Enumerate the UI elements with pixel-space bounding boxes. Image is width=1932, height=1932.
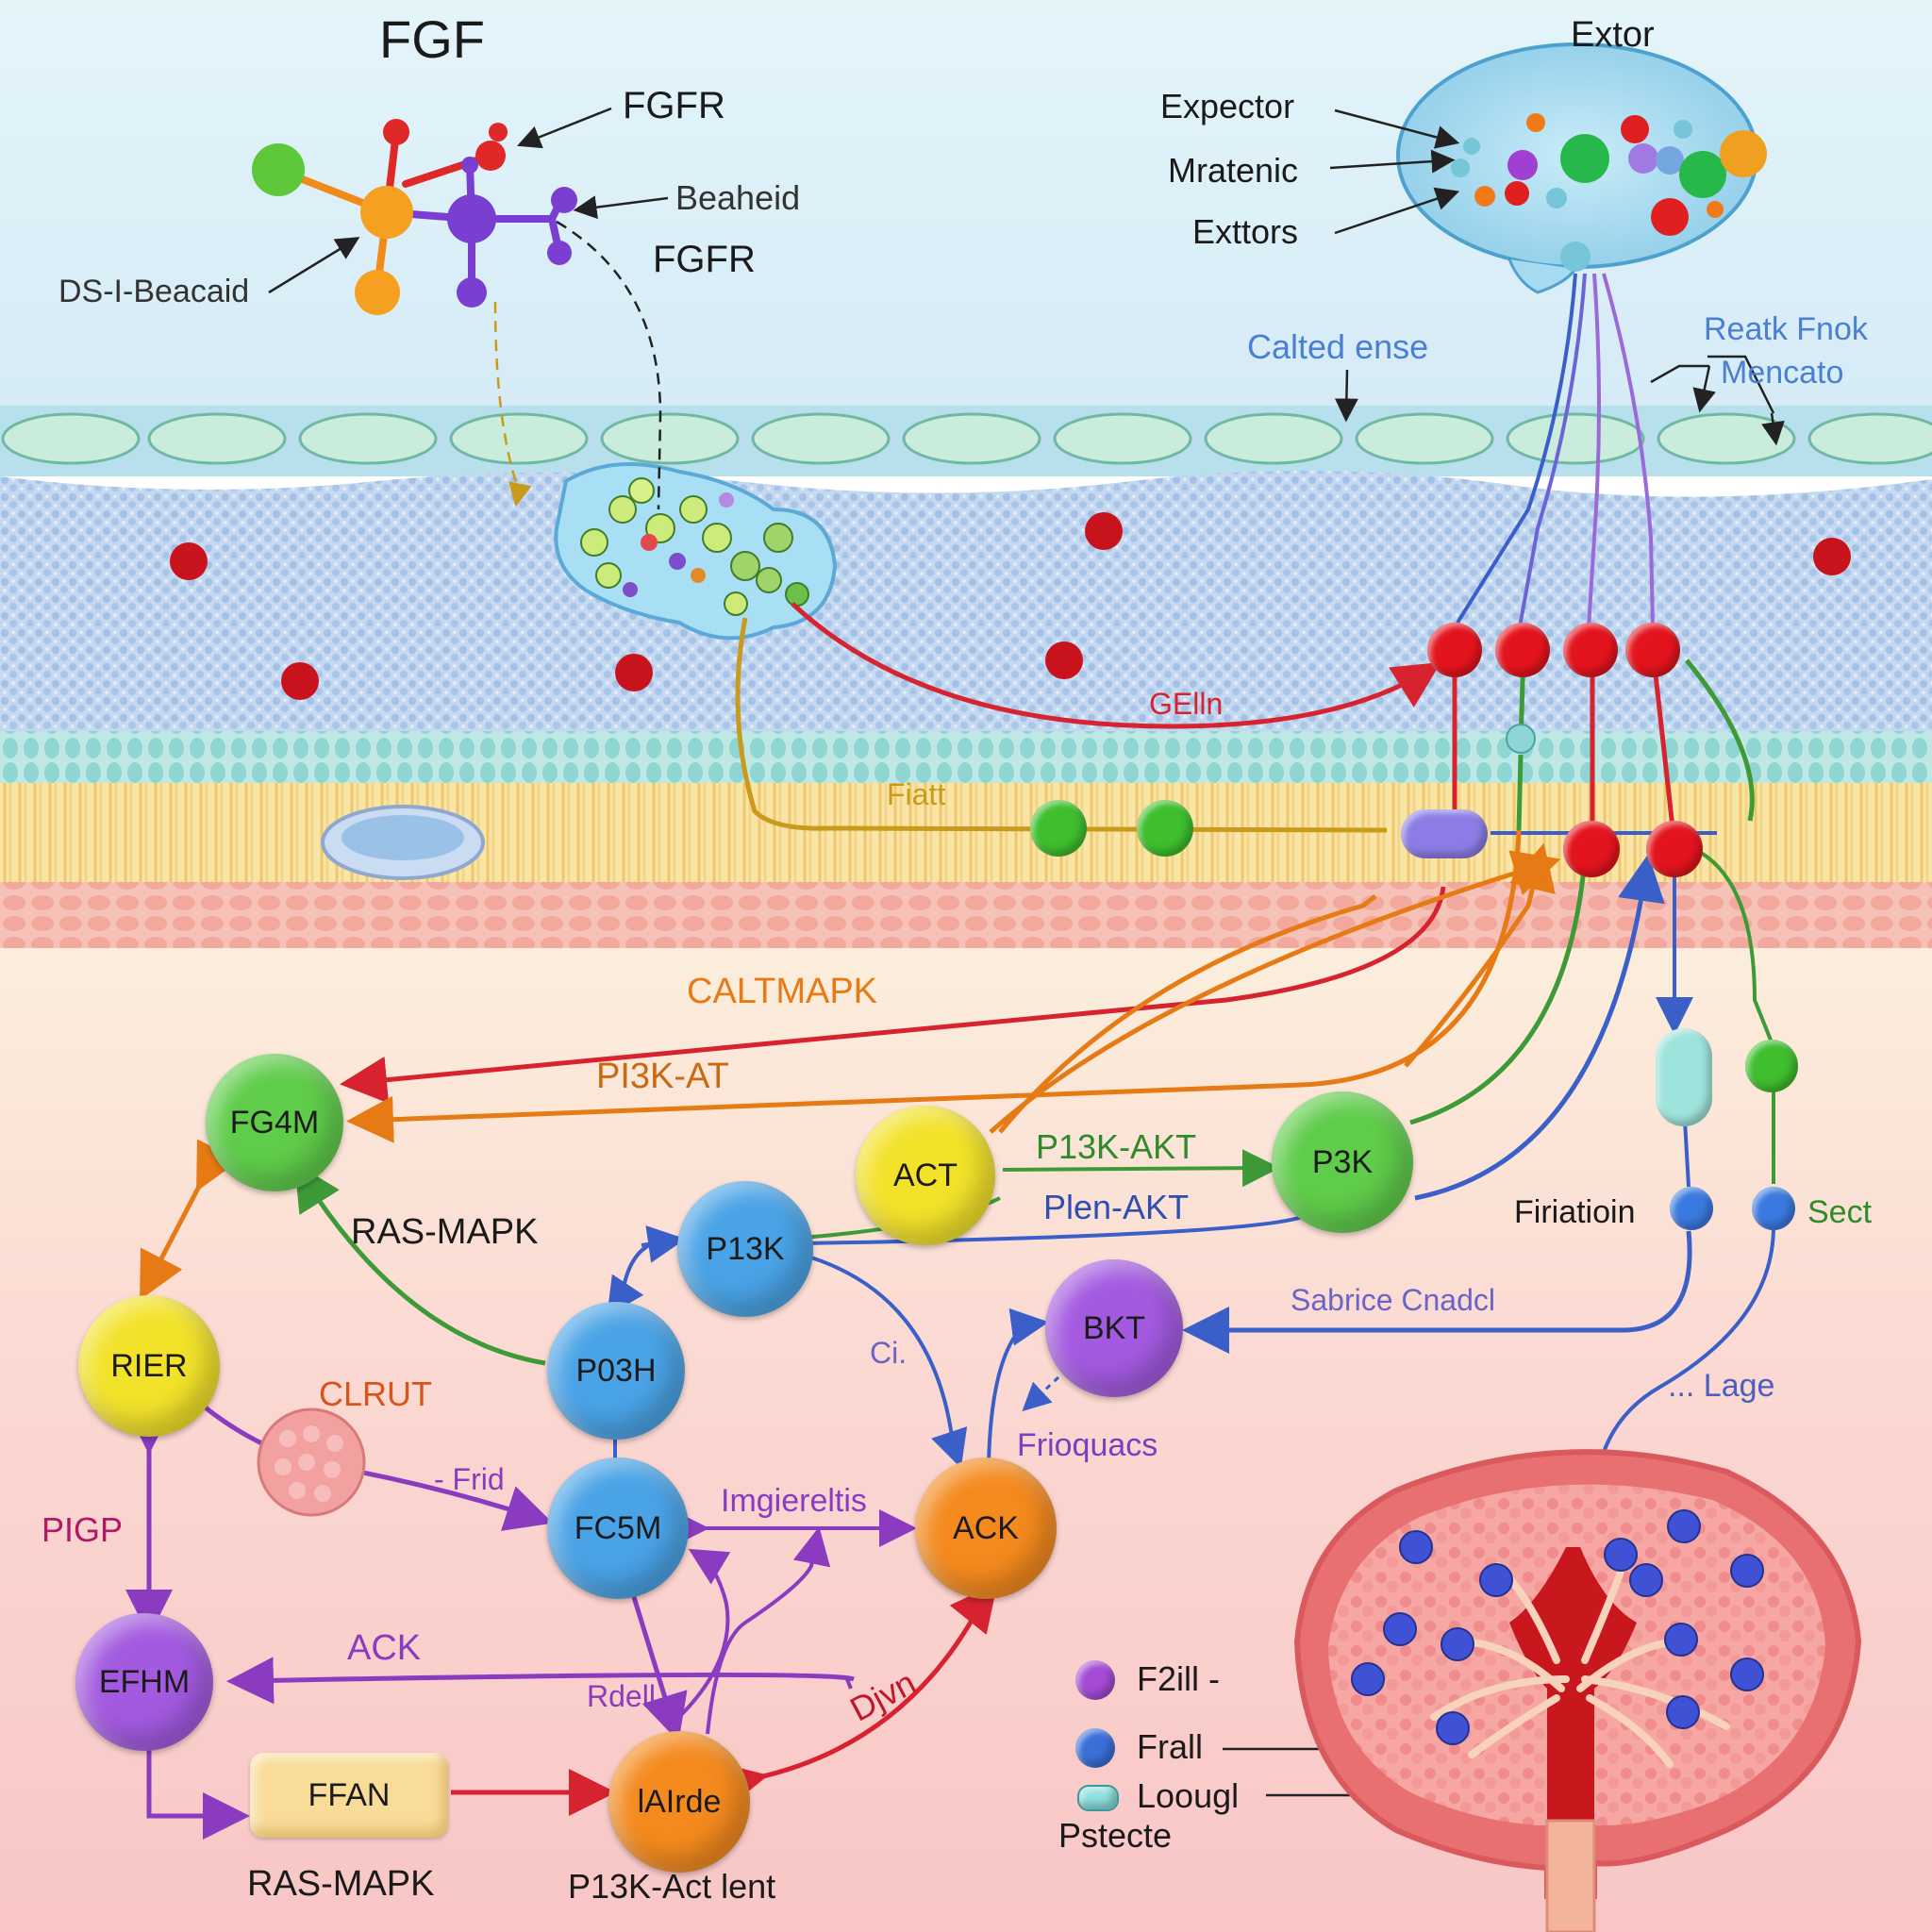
fgf-title: FGF [379,9,485,69]
receptor-ball-6 [1646,821,1703,877]
legend-label-1: F2ill - [1137,1659,1220,1698]
node-ack-label: ACK [953,1509,1019,1546]
legend-label-3: Loougl [1137,1776,1240,1815]
green-ball-right [1745,1040,1798,1092]
ack-edge-label: ACK [347,1628,422,1668]
exttors-label: Exttors [1192,212,1299,251]
legend-dot-purple [1075,1660,1115,1700]
receptor-ball-5 [1563,821,1620,877]
pigp-label: PIGP [42,1510,124,1549]
node-p3k[interactable]: P3K [1272,1091,1413,1233]
frioquacs-label: Frioquacs [1017,1427,1158,1463]
p13k-akt-label: P13K-AKT [1036,1127,1197,1166]
node-bkt[interactable]: BKT [1045,1259,1183,1397]
gelln-label: GElln [1149,687,1224,721]
node-p13k[interactable]: P13K [677,1181,813,1317]
blue-ball-sect [1752,1187,1795,1230]
node-fc5m[interactable]: FC5M [547,1457,689,1599]
sabrice-cnadcl-label: Sabrice Cnadcl [1291,1283,1495,1317]
node-rier-label: RIER [110,1347,188,1384]
legend-label-2: Frall [1137,1727,1203,1766]
mencato-label: Mencato [1721,355,1844,391]
node-lairde-label: lAIrde [637,1783,722,1820]
node-p13k-label: P13K [706,1230,785,1267]
expector-label: Expector [1160,87,1295,125]
node-lairde[interactable]: lAIrde [608,1731,750,1873]
pi3k-act-lent-label: P13K-Act lent [568,1867,776,1906]
node-act-label: ACT [893,1157,958,1193]
lage-label: ... Lage [1668,1368,1775,1404]
node-fg4m[interactable]: FG4M [206,1054,343,1191]
firiation-label: Firiatioin [1514,1194,1636,1230]
node-fg4m-label: FG4M [229,1104,320,1141]
receptor-ball-2 [1495,623,1550,677]
node-ack[interactable]: ACK [915,1457,1057,1599]
blue-ball-firiation [1670,1187,1713,1230]
node-act[interactable]: ACT [856,1106,995,1245]
membrane-green-ball-2 [1137,800,1193,857]
legend-capsule-cyan [1077,1785,1119,1811]
ras-mapk-label-bottom: RAS-MAPK [247,1864,435,1904]
node-rier[interactable]: RIER [78,1295,220,1437]
fgfr-label-mid: FGFR [653,239,756,280]
sect-label: Sect [1807,1194,1873,1230]
ci-label: Ci. [870,1336,908,1370]
reatk-fnok-label: Reatk Fnok [1704,311,1868,347]
calted-ense-label: Calted ense [1247,327,1429,366]
imgiereltis-label: Imgiereltis [721,1483,867,1519]
node-efhm-label: EFHM [98,1663,191,1700]
receptor-ball-1 [1427,623,1482,677]
pi3k-at-label: PI3K-AT [596,1057,729,1096]
caltmapk-label: CALTMAPK [687,972,878,1011]
node-p03h-label: P03H [575,1352,657,1389]
clrut-label: CLRUT [319,1374,433,1413]
fiatt-label: Fiatt [887,777,946,811]
plen-akt-label: Plen-AKT [1043,1188,1190,1226]
rdell-label: Rdell [587,1679,656,1713]
ds-beacaid-label: DS-I-Beacaid [58,274,250,309]
node-fc5m-label: FC5M [574,1509,662,1546]
extor-label: Extor [1571,15,1655,55]
node-bkt-label: BKT [1082,1309,1146,1346]
mratenic-label: Mratenic [1168,151,1299,190]
node-efhm[interactable]: EFHM [75,1613,213,1751]
frid-label: - Frid [434,1462,505,1496]
receptor-ball-4 [1625,623,1680,677]
node-ffan[interactable]: FFAN [250,1753,448,1838]
ras-mapk-label-mid: RAS-MAPK [351,1212,539,1252]
capsule-channel [1656,1028,1712,1126]
pstecte-label: Pstecte [1058,1816,1173,1855]
receptor-ball-3 [1563,623,1618,677]
node-p3k-label: P3K [1311,1143,1374,1180]
beacheid-label: Beaheid [675,178,801,217]
membrane-green-ball-1 [1030,800,1087,857]
fgfr-label-top: FGFR [623,85,725,126]
node-p03h[interactable]: P03H [547,1302,685,1440]
membrane-transporter [1401,809,1488,858]
node-ffan-label: FFAN [308,1776,391,1813]
legend-dot-blue [1075,1728,1115,1768]
